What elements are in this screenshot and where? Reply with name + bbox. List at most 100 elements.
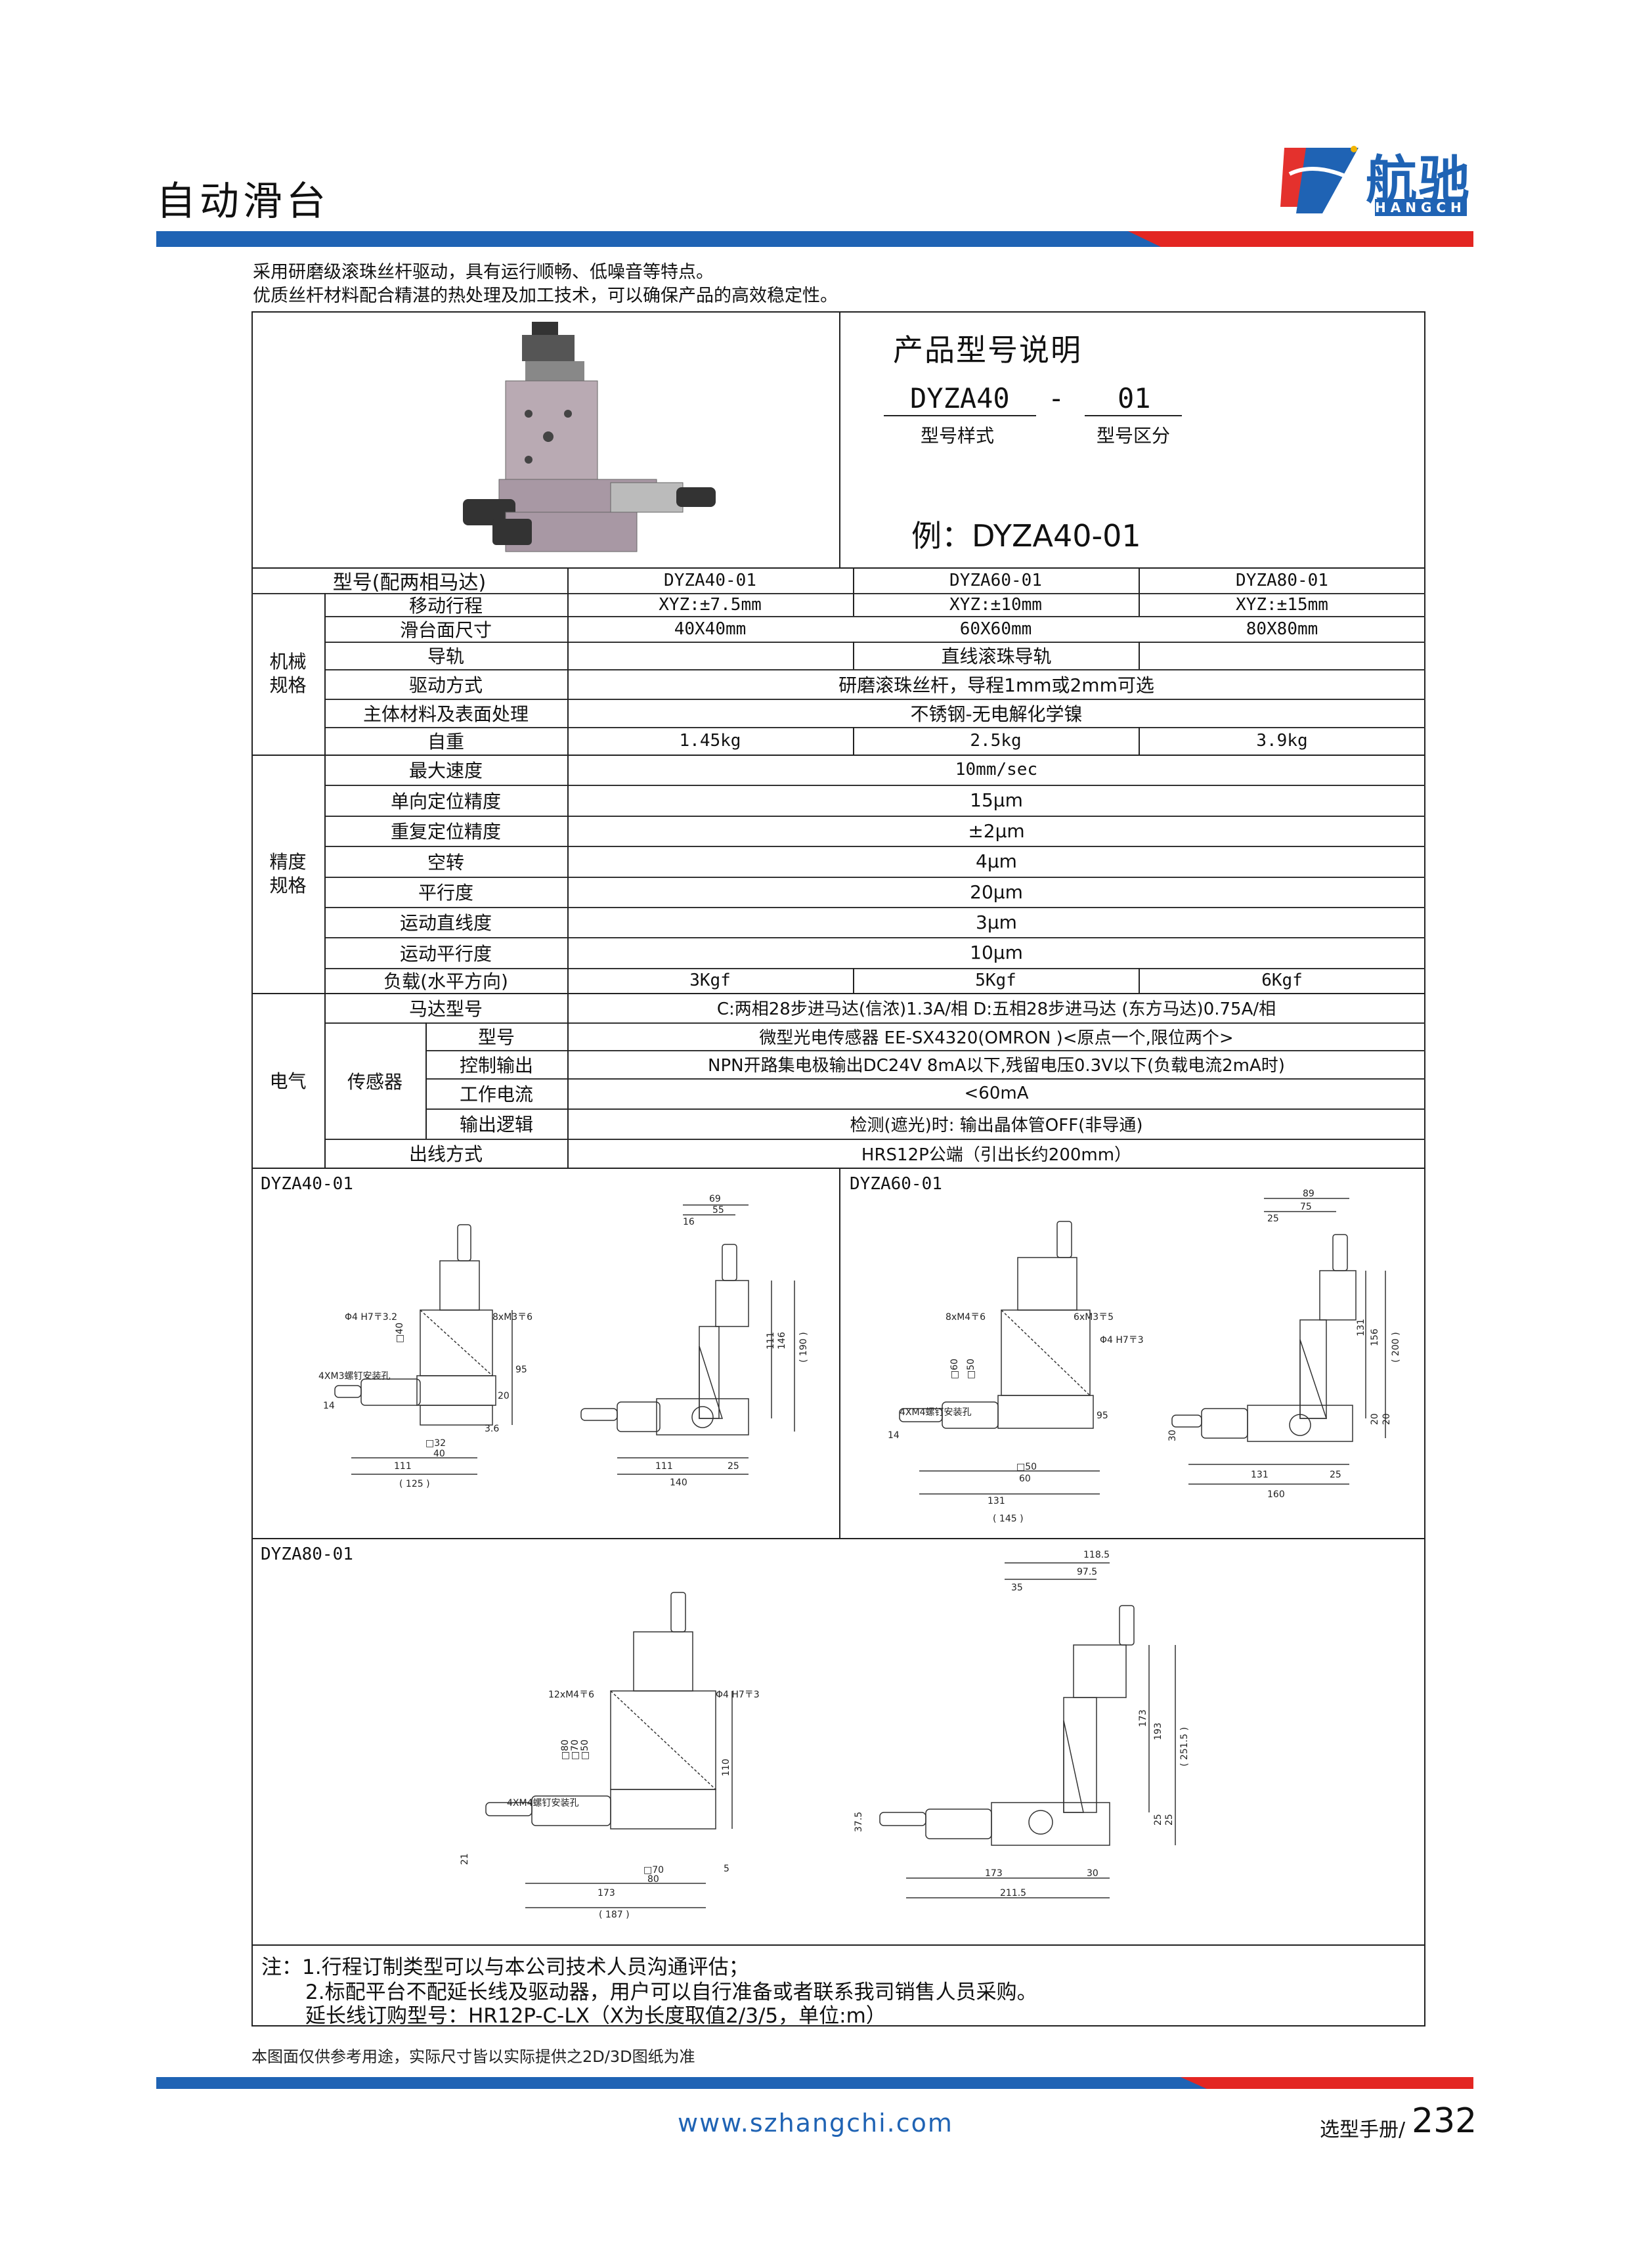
sensor-col-line xyxy=(425,1022,427,1139)
svg-text:4XM4螺钉安装孔: 4XM4螺钉安装孔 xyxy=(900,1407,971,1418)
model-code: DYZA40 xyxy=(910,382,1010,414)
model-suffix-label: 型号区分 xyxy=(1097,425,1171,447)
model-code-label: 型号样式 xyxy=(921,425,995,447)
svg-text:69: 69 xyxy=(709,1194,721,1204)
row-value: 1.45kg xyxy=(679,731,741,751)
row-value: 不锈钢-无电解化学镍 xyxy=(910,703,1083,725)
row-label: 控制输出 xyxy=(459,1054,533,1076)
svg-text:( 190 ): ( 190 ) xyxy=(798,1332,809,1363)
drawing-dyza80: 12xM4〒6 Φ4 H7〒3 □80 □70 □50 4XM4螺钉安装孔 11… xyxy=(460,1543,1418,1944)
svg-text:4XM4螺钉安装孔: 4XM4螺钉安装孔 xyxy=(507,1798,578,1808)
intro-line-1: 采用研磨级滚珠丝杆驱动，具有运行顺畅、低噪音等特点。 xyxy=(253,262,714,282)
svg-text:111: 111 xyxy=(655,1461,673,1472)
intro-line-2: 优质丝杆材料配合精湛的热处理及加工技术，可以确保产品的高效稳定性。 xyxy=(253,286,838,306)
model-col-line xyxy=(1139,642,1140,669)
svg-text:□50: □50 xyxy=(966,1359,976,1379)
svg-text:160: 160 xyxy=(1267,1489,1285,1500)
group-sensor: 传感器 xyxy=(347,1070,402,1093)
drawing-dyza40: Φ4 H7〒3.2 8xM3〒6 4XM3螺钉安装孔 □40 □32 95 3.… xyxy=(276,1182,834,1537)
model-col-line xyxy=(1139,727,1140,755)
row-label: 输出逻辑 xyxy=(459,1114,533,1135)
row-line xyxy=(324,968,1425,969)
model-suffix: 01 xyxy=(1118,382,1151,414)
group-precision: 精度 规格 xyxy=(269,850,307,896)
svg-text:□70: □70 xyxy=(643,1865,664,1875)
row-label: 出线方式 xyxy=(408,1143,483,1165)
svg-text:80: 80 xyxy=(647,1874,659,1885)
svg-text:97.5: 97.5 xyxy=(1077,1567,1097,1577)
row-label: 运动直线度 xyxy=(399,912,492,934)
notes-top-line xyxy=(251,1944,1425,1946)
group-electrical: 电气 xyxy=(269,1070,307,1092)
model-example: 例：DYZA40-01 xyxy=(911,518,1141,554)
drawing-label-dyza80: DYZA80-01 xyxy=(261,1545,353,1564)
model-dash: - xyxy=(1048,382,1065,414)
svg-text:95: 95 xyxy=(515,1365,527,1375)
row-label: 马达型号 xyxy=(408,997,483,1020)
svg-text:□70: □70 xyxy=(570,1740,580,1760)
model-name: DYZA40-01 xyxy=(664,570,756,590)
table-top-line xyxy=(251,567,1425,569)
model-col-line xyxy=(853,567,854,616)
row-value: 40X40mm xyxy=(674,619,747,639)
row-value: HRS12P公端（引出长约200mm） xyxy=(861,1145,1132,1165)
svg-text:25: 25 xyxy=(1164,1814,1175,1826)
row-value: ±2μm xyxy=(968,820,1025,842)
svg-text:173: 173 xyxy=(598,1888,615,1898)
row-value: 微型光电传感器 EE-SX4320(OMRON )<原点一个,限位两个> xyxy=(759,1028,1234,1048)
row-value: XYZ:±10mm xyxy=(949,594,1042,615)
spec-frame xyxy=(251,311,1425,2027)
svg-text:12xM4〒6: 12xM4〒6 xyxy=(548,1690,594,1700)
group-line xyxy=(251,755,1425,756)
row-value: <60mA xyxy=(964,1084,1029,1103)
row-value: 10μm xyxy=(970,942,1023,963)
svg-text:131: 131 xyxy=(1251,1470,1269,1480)
svg-text:89: 89 xyxy=(1303,1189,1315,1199)
row-line xyxy=(324,669,1425,670)
svg-text:( 200 ): ( 200 ) xyxy=(1391,1332,1401,1363)
page-number: 232 xyxy=(1412,2101,1477,2141)
svg-text:( 251.5 ): ( 251.5 ) xyxy=(1179,1727,1190,1766)
svg-text:60: 60 xyxy=(1019,1474,1031,1484)
svg-text:16: 16 xyxy=(683,1217,695,1227)
model-col-line xyxy=(853,968,854,993)
svg-text:30: 30 xyxy=(1167,1430,1178,1441)
svg-text:131: 131 xyxy=(1356,1319,1366,1336)
drawing-divider xyxy=(839,1168,840,1538)
row-value: NPN开路集电极输出DC24V 8mA以下,残留电压0.3V以下(负载电流2mA… xyxy=(708,1056,1285,1076)
svg-text:□50: □50 xyxy=(580,1740,590,1760)
svg-text:20: 20 xyxy=(1370,1413,1380,1425)
row-line xyxy=(324,1139,1425,1140)
svg-text:131: 131 xyxy=(988,1496,1005,1506)
website-link[interactable]: www.szhangchi.com xyxy=(678,2109,953,2137)
note-3: 延长线订购型号：HR12P-C-LX（X为长度取值2/3/5，单位:m） xyxy=(305,2004,886,2028)
header-band xyxy=(156,231,1473,247)
row-value: 研磨滚珠丝杆，导程1mm或2mm可选 xyxy=(838,674,1154,696)
row-line xyxy=(425,1108,1425,1110)
svg-text:75: 75 xyxy=(1300,1202,1312,1212)
row-line xyxy=(425,1050,1425,1051)
row-line xyxy=(324,816,1425,817)
row-value: 3.9kg xyxy=(1256,731,1308,751)
svg-text:146: 146 xyxy=(777,1332,787,1349)
row-line xyxy=(324,937,1425,938)
row-line xyxy=(324,907,1425,908)
page-title: 自动滑台 xyxy=(156,179,330,225)
row-value: 15μm xyxy=(970,789,1023,811)
product-photo xyxy=(460,315,722,568)
row-label: 重复定位精度 xyxy=(390,821,501,843)
row-label: 单向定位精度 xyxy=(390,790,501,812)
drawing-row-line xyxy=(251,1538,1425,1539)
table-bottom-line xyxy=(251,1168,1425,1169)
svg-text:40: 40 xyxy=(433,1449,445,1459)
svg-text:118.5: 118.5 xyxy=(1083,1550,1110,1560)
row-line xyxy=(425,1078,1425,1080)
svg-text:25: 25 xyxy=(728,1461,739,1472)
svg-text:20: 20 xyxy=(1381,1413,1392,1425)
disclaimer: 本图面仅供参考用途，实际尺寸皆以实际提供之2D/3D图纸为准 xyxy=(251,2048,695,2066)
model-col-line xyxy=(853,642,854,669)
header-line xyxy=(251,593,1425,594)
svg-text:110: 110 xyxy=(721,1759,731,1776)
svg-text:5: 5 xyxy=(724,1864,729,1874)
row-label: 最大速度 xyxy=(408,760,483,781)
